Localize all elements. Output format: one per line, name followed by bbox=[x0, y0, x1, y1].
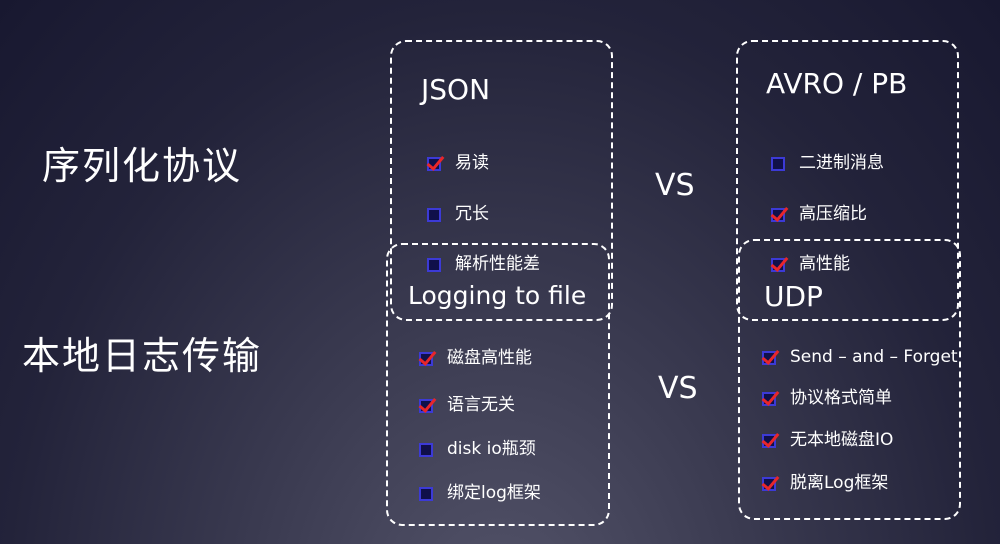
serialization-protocol-title: 序列化协议 bbox=[42, 144, 243, 188]
avro-pb-box bbox=[736, 40, 959, 321]
logging-item-label: 语言无关 bbox=[447, 395, 515, 415]
unchecked-checkbox-icon bbox=[419, 442, 433, 457]
avro-item-label: 高性能 bbox=[799, 254, 850, 274]
checked-checkbox-icon bbox=[419, 398, 433, 413]
checked-checkbox-icon bbox=[771, 207, 785, 222]
udp-item-label: Send – and – Forget bbox=[790, 347, 958, 367]
avro-item-high-compression: 高压缩比 bbox=[771, 206, 867, 223]
logging-item-label: 磁盘高性能 bbox=[447, 348, 532, 368]
json-item-verbose: 冗长 bbox=[427, 206, 489, 223]
json-item-slow-parsing: 解析性能差 bbox=[427, 256, 540, 273]
udp-box-title: UDP bbox=[764, 280, 823, 313]
unchecked-checkbox-icon bbox=[427, 257, 441, 272]
udp-item-label: 脱离Log框架 bbox=[790, 473, 889, 493]
avro-pb-box-title: AVRO / PB bbox=[766, 67, 908, 100]
checked-checkbox-icon bbox=[762, 391, 776, 406]
udp-item-decoupled-log-framework: 脱离Log框架 bbox=[762, 475, 888, 492]
json-box-title: JSON bbox=[421, 73, 491, 106]
udp-item-label: 无本地磁盘IO bbox=[790, 430, 894, 450]
vs-label-transport: VS bbox=[658, 371, 698, 406]
vs-label-serialization: VS bbox=[655, 168, 695, 203]
logging-item-label: disk io瓶颈 bbox=[447, 439, 536, 459]
checked-checkbox-icon bbox=[762, 476, 776, 491]
checked-checkbox-icon bbox=[762, 433, 776, 448]
avro-item-binary-message: 二进制消息 bbox=[771, 155, 884, 172]
json-item-label: 冗长 bbox=[455, 204, 489, 224]
avro-item-label: 高压缩比 bbox=[799, 204, 867, 224]
udp-item-simple-protocol: 协议格式简单 bbox=[762, 390, 892, 407]
logging-to-file-box-title: Logging to file bbox=[408, 281, 587, 310]
udp-box bbox=[738, 239, 961, 520]
json-item-readable: 易读 bbox=[427, 155, 489, 172]
checked-checkbox-icon bbox=[762, 350, 776, 365]
checked-checkbox-icon bbox=[419, 351, 433, 366]
unchecked-checkbox-icon bbox=[419, 486, 433, 501]
checked-checkbox-icon bbox=[771, 257, 785, 272]
unchecked-checkbox-icon bbox=[771, 156, 785, 171]
logging-item-bound-log-framework: 绑定log框架 bbox=[419, 485, 541, 502]
json-item-label: 解析性能差 bbox=[455, 254, 540, 274]
logging-item-language-agnostic: 语言无关 bbox=[419, 397, 515, 414]
avro-item-label: 二进制消息 bbox=[799, 153, 884, 173]
json-box bbox=[390, 40, 613, 321]
logging-item-disk-performance: 磁盘高性能 bbox=[419, 350, 532, 367]
logging-item-disk-io-bottleneck: disk io瓶颈 bbox=[419, 441, 536, 458]
json-item-label: 易读 bbox=[455, 153, 489, 173]
logging-item-label: 绑定log框架 bbox=[447, 483, 541, 503]
udp-item-send-and-forget: Send – and – Forget bbox=[762, 349, 958, 366]
checked-checkbox-icon bbox=[427, 156, 441, 171]
avro-item-high-performance: 高性能 bbox=[771, 256, 850, 273]
udp-item-label: 协议格式简单 bbox=[790, 388, 892, 408]
udp-item-no-local-disk-io: 无本地磁盘IO bbox=[762, 432, 893, 449]
unchecked-checkbox-icon bbox=[427, 207, 441, 222]
logging-to-file-box bbox=[386, 243, 610, 526]
local-log-transport-title: 本地日志传输 bbox=[22, 334, 263, 378]
